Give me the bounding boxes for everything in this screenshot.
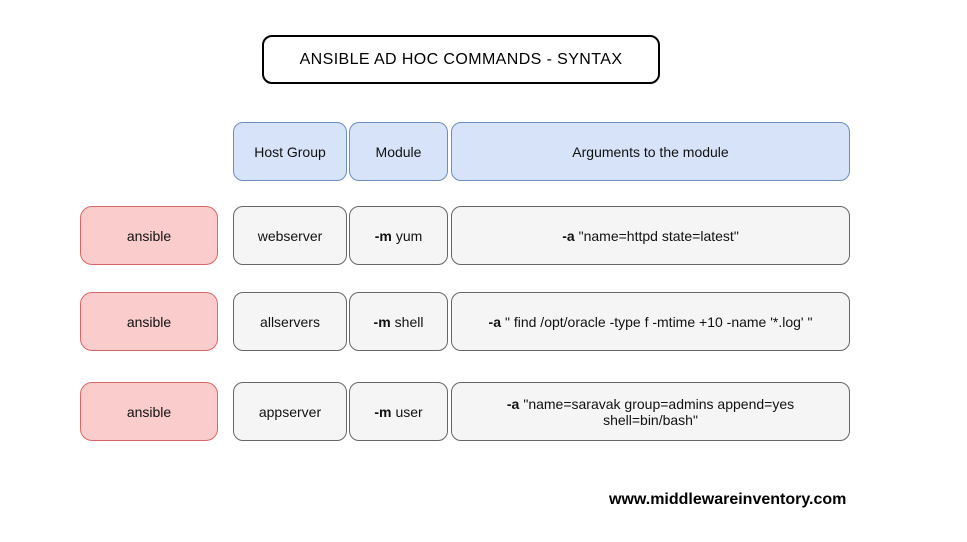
page-title: ANSIBLE AD HOC COMMANDS - SYNTAX xyxy=(299,50,623,68)
row-1-host-group-box: webserver xyxy=(233,206,347,265)
row-2-module-name: shell xyxy=(394,313,424,330)
row-2-args-flag: -a xyxy=(488,313,501,330)
row-1-arguments-box: -a"name=httpd state=latest" xyxy=(451,206,850,265)
row-2-arguments-box: -a" find /opt/oracle -type f -mtime +10 … xyxy=(451,292,850,351)
row-2-args-value: " find /opt/oracle -type f -mtime +10 -n… xyxy=(504,313,813,330)
row-2-command-box: ansible xyxy=(80,292,218,351)
row-3-arguments-box: -a"name=saravak group=admins append=yes … xyxy=(451,382,850,441)
header-arguments: Arguments to the module xyxy=(451,122,850,181)
row-1-host-group-label: webserver xyxy=(257,227,323,244)
row-3-host-group-label: appserver xyxy=(258,403,322,420)
row-1-args-flag: -a xyxy=(562,227,575,244)
row-3-host-group-box: appserver xyxy=(233,382,347,441)
website-url: www.middlewareinventory.com xyxy=(609,491,847,508)
header-host-group: Host Group xyxy=(233,122,347,181)
row-2-module-flag: -m xyxy=(373,313,391,330)
header-module-label: Module xyxy=(375,143,422,160)
row-1-module-name: yum xyxy=(395,227,423,244)
row-3-args-flag: -a xyxy=(506,395,520,412)
row-3-module-flag: -m xyxy=(374,403,392,420)
row-2-command-label: ansible xyxy=(126,313,172,330)
title-box: ANSIBLE AD HOC COMMANDS - SYNTAX xyxy=(262,35,660,84)
header-arguments-label: Arguments to the module xyxy=(572,143,729,160)
row-1-module-flag: -m xyxy=(374,227,392,244)
row-3-args-value: "name=saravak group=admins append=yes sh… xyxy=(523,395,795,428)
row-2-host-group-label: allservers xyxy=(260,313,320,330)
row-3-command-box: ansible xyxy=(80,382,218,441)
row-3-command-label: ansible xyxy=(126,403,172,420)
header-module: Module xyxy=(349,122,448,181)
row-1-args-value: "name=httpd state=latest" xyxy=(578,227,739,244)
row-1-command-label: ansible xyxy=(126,227,172,244)
header-host-group-label: Host Group xyxy=(254,143,326,160)
row-2-host-group-box: allservers xyxy=(233,292,347,351)
row-3-module-name: user xyxy=(395,403,423,420)
row-1-command-box: ansible xyxy=(80,206,218,265)
